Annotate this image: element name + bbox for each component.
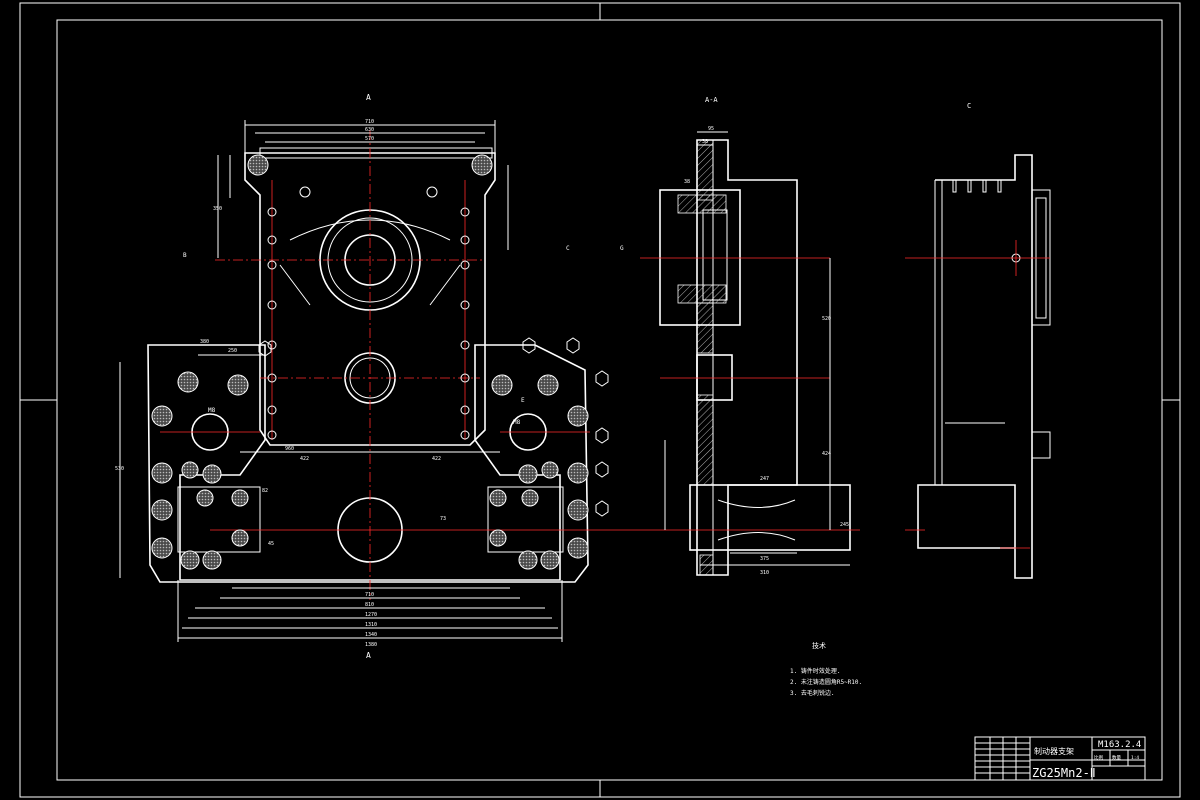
section-aa-label: A-A [705, 96, 718, 104]
dim-misc-73: 73 [440, 516, 446, 522]
section-a-bottom-label: A [366, 651, 371, 660]
view-c: C [905, 102, 1051, 579]
section-aa-view: A-A 95 38 38 520 424 375 310 [640, 96, 860, 576]
dim-mid-3: 422 [432, 456, 441, 462]
title-scale-cell-2: 数量 [1112, 754, 1121, 761]
view-c-slots [952, 179, 1002, 193]
title-part-name: 制动器支架 [1034, 746, 1074, 756]
dim-mid-1: 960 [285, 446, 294, 452]
aa-dim-1: 95 [708, 126, 714, 132]
aa-dim-2: 38 [702, 139, 708, 145]
dim-bottom-3: 1270 [365, 612, 377, 618]
threaded-holes [151, 154, 589, 570]
dim-m8-left: M8 [208, 407, 216, 414]
front-view: A A B C G E 710 630 570 710 810 1270 131… [115, 93, 680, 660]
dim-m8-right: M8 [513, 419, 521, 426]
dim-top-1: 710 [365, 119, 374, 125]
title-scale-cell-1: 比例 [1094, 754, 1103, 761]
dim-mid-5: 250 [228, 348, 237, 354]
notes-heading: 技术 [812, 641, 826, 650]
aa-dim-9: 245 [840, 522, 849, 528]
aa-dim-6: 375 [760, 556, 769, 562]
sheet-frame [19, 2, 1181, 798]
edge-holes [267, 186, 470, 440]
dim-left-height: 530 [115, 466, 124, 472]
mark-e-label: E [521, 397, 525, 404]
mark-c-label: C [566, 245, 570, 252]
technical-notes: 技术 1. 铸件时效处理. 2. 未注铸造圆角R5~R10. 3. 去毛刺锐边. [790, 641, 862, 697]
dim-bottom-6: 1380 [365, 642, 377, 648]
title-drawing-no: M163.2.4 [1098, 740, 1141, 750]
dim-top-2: 630 [365, 127, 374, 133]
aa-dim-3: 38 [684, 179, 690, 185]
dim-bottom-1: 710 [365, 592, 374, 598]
aa-dim-7: 310 [760, 570, 769, 576]
nuts [258, 337, 609, 517]
dim-misc-45: 45 [268, 541, 274, 547]
mark-b-label: B [183, 252, 187, 259]
dim-misc-82: 82 [262, 488, 268, 494]
aa-dim-4: 520 [822, 316, 831, 322]
dim-mid-2: 422 [300, 456, 309, 462]
title-material: ZG25Mn2-Ⅱ [1032, 766, 1096, 780]
mark-g-label: G [620, 245, 624, 252]
section-a-top-label: A [366, 93, 371, 102]
note-3: 3. 去毛刺锐边. [790, 689, 834, 697]
aa-dim-8: 247 [760, 476, 769, 482]
dim-upper-height: 350 [213, 206, 222, 212]
note-1: 1. 铸件时效处理. [790, 667, 840, 675]
note-2: 2. 未注铸造圆角R5~R10. [790, 678, 862, 686]
dim-bottom-4: 1310 [365, 622, 377, 628]
title-scale-cell-3: 1:4 [1131, 755, 1139, 761]
aa-dim-5: 424 [822, 451, 831, 457]
dim-bottom-5: 1340 [365, 632, 377, 638]
front-dimension-lines [119, 120, 563, 642]
dim-top-3: 570 [365, 136, 374, 142]
dim-bottom-2: 810 [365, 602, 374, 608]
title-block: 制动器支架 ZG25Mn2-Ⅱ M163.2.4 比例 数量 1:4 [974, 736, 1146, 781]
dim-mid-4: 380 [200, 339, 209, 345]
view-c-label: C [967, 102, 971, 110]
